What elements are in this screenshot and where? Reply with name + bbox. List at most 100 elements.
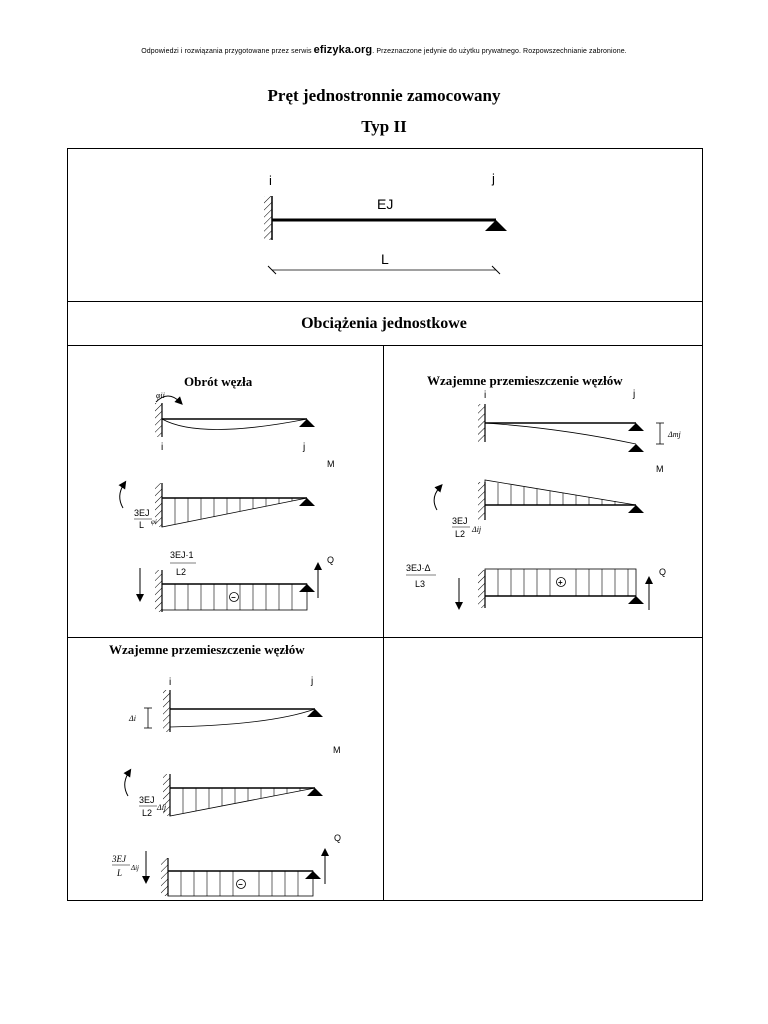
panel-2-title: Wzajemne przemieszczenie węzłów: [427, 373, 623, 388]
fixed-support-hatch: [478, 482, 485, 520]
fixed-support-hatch: [161, 858, 168, 896]
brand-name: efizyka.org: [313, 44, 373, 56]
pin-support-icon: [299, 498, 315, 506]
shear-diagram-label: Q: [334, 833, 341, 843]
deflection-curve: [161, 418, 308, 430]
node-i-label: i: [269, 173, 272, 188]
dimension-tick-right: [491, 265, 501, 275]
fixed-support-hatch: [155, 570, 162, 612]
shear-diagram-hatch: [174, 584, 293, 610]
pin-support-icon: [305, 871, 321, 879]
shear-diagram: [167, 870, 314, 897]
pin-support-icon: [485, 220, 507, 231]
fixed-support-hatch: [155, 483, 162, 527]
fixed-support-hatch: [478, 404, 485, 442]
moment-diagram-label: M: [327, 459, 335, 469]
pin-support-icon: [307, 709, 323, 717]
moment-diagram-label: M: [656, 464, 664, 474]
moment-diagram: [484, 479, 637, 506]
rotation-label: φii: [156, 391, 165, 400]
shear-value-denominator: L2: [176, 567, 186, 577]
row-divider-2: [67, 345, 703, 346]
fixed-support-hatch: [478, 570, 485, 608]
moment-diagram-hatch: [497, 483, 616, 505]
disclaimer-text-after: . Przeznaczone jedynie do użytku prywatn…: [372, 48, 627, 55]
disclaimer: Odpowiedzi i rozwiązania przygotowane pr…: [0, 44, 768, 56]
moment-value-denominator: L2: [142, 808, 152, 818]
shear-diagram-label: Q: [327, 555, 334, 565]
moment-value-suffix: Δij: [156, 803, 167, 812]
row-divider-3: [67, 637, 703, 638]
pin-support-displaced-icon: [628, 444, 644, 452]
node-i-label: i: [161, 442, 163, 453]
moment-arrow-icon: [123, 768, 132, 797]
shear-diagram-hatch: [497, 569, 629, 596]
fixed-support-hatch: [163, 774, 170, 816]
node-i-label: i: [484, 390, 486, 401]
panel-1-diagram: φii i j M 3EJ L φi 3EJ·1 L2: [118, 391, 335, 612]
fixed-support-hatch: [264, 196, 272, 240]
shear-sign: +: [558, 578, 563, 587]
stiffness-label: EJ: [377, 196, 393, 212]
deflection-curve: [484, 422, 637, 445]
shear-value-suffix: Δij: [130, 864, 139, 872]
moment-arrow-icon: [118, 480, 127, 509]
moment-diagram-hatch: [182, 788, 301, 813]
moment-diagram-label: M: [333, 745, 341, 755]
shear-value-denominator: L: [116, 868, 122, 878]
sign-circle: [236, 879, 246, 889]
moment-diagram-hatch: [174, 498, 293, 524]
pin-support-icon: [628, 596, 644, 604]
moment-value-numerator: 3EJ: [134, 508, 150, 518]
node-j-label: j: [302, 442, 305, 453]
moment-value-suffix: φi: [151, 518, 157, 526]
pin-support-icon: [628, 423, 644, 431]
shear-value-numerator: 3EJ·1: [170, 550, 194, 560]
node-j-label: j: [491, 171, 495, 186]
pin-support-icon: [299, 584, 315, 592]
shear-sign: −: [231, 593, 236, 602]
shear-sign: −: [238, 880, 243, 889]
main-beam-diagram: i j EJ L: [264, 171, 507, 275]
shear-diagram-label: Q: [659, 567, 666, 577]
node-j-label: j: [632, 389, 635, 400]
panel-1-title: Obrót węzła: [184, 374, 253, 389]
pin-support-icon: [307, 788, 323, 796]
moment-value-suffix: Δij: [471, 525, 482, 534]
table-frame: [67, 148, 703, 901]
page-subtitle: Typ II: [361, 117, 407, 136]
shear-diagram: [161, 583, 308, 611]
moment-value-numerator: 3EJ: [452, 516, 468, 526]
length-label: L: [381, 251, 389, 267]
node-j-label: j: [310, 676, 313, 687]
fixed-support-hatch: [163, 690, 170, 732]
moment-value-numerator: 3EJ: [139, 795, 155, 805]
page-title: Pręt jednostronnie zamocowany: [267, 86, 501, 105]
moment-value-denominator: L2: [455, 529, 465, 539]
row-divider-1: [67, 301, 703, 302]
node-i-label: i: [169, 677, 171, 688]
moment-arrow-icon: [433, 484, 443, 511]
dimension-tick-left: [267, 265, 277, 275]
shear-diagram-hatch: [180, 871, 299, 896]
column-divider: [383, 345, 384, 901]
deflection-curve: [169, 708, 316, 728]
pin-support-icon: [628, 505, 644, 513]
panel-3-diagram: i j Δi M 3EJ L2 Δij Q 3EJ L: [111, 676, 341, 897]
displacement-label: Δi: [128, 714, 136, 723]
panel-3-title: Wzajemne przemieszczenie węzłów: [109, 642, 305, 657]
disclaimer-text-before: Odpowiedzi i rozwiązania przygotowane pr…: [141, 48, 314, 55]
moment-diagram: [161, 497, 308, 528]
panel-2-diagram: i j Δmj M 3EJ L2 Δij 3EJ·Δ: [406, 389, 681, 610]
section-title: Obciążenia jednostkowe: [301, 315, 467, 332]
shear-value-denominator: L3: [415, 579, 425, 589]
displacement-label: Δmj: [667, 430, 681, 439]
sign-circle: [556, 577, 566, 587]
pin-support-icon: [299, 419, 315, 427]
moment-diagram: [169, 787, 316, 817]
fixed-support-hatch: [155, 403, 162, 437]
moment-value-denominator: L: [139, 520, 144, 530]
shear-value-numerator: 3EJ: [111, 854, 127, 864]
shear-value-numerator: 3EJ·Δ: [406, 563, 431, 573]
sign-circle: [229, 592, 239, 602]
